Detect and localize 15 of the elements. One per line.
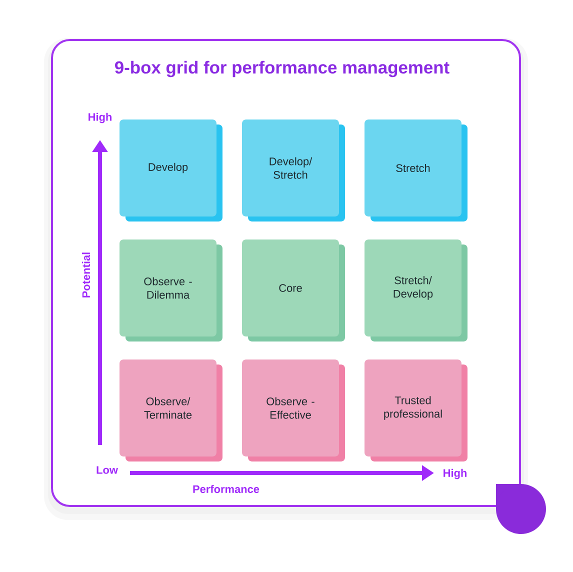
grid-box: Trusted professional (364, 360, 468, 462)
grid-box: Observe - Dilemma (120, 240, 222, 342)
grid-box: Develop (120, 120, 222, 222)
axis-label: High (88, 112, 112, 124)
grid-box: Core (242, 240, 345, 342)
title: 9-box grid for performance management (115, 60, 450, 78)
axis-label: Performance (193, 484, 260, 494)
grid-box: Observe - Effective (242, 360, 345, 462)
grid-box: Develop/ Stretch (242, 120, 345, 222)
axis-label: High (444, 468, 466, 480)
grid-box: Observe/ Terminate (120, 360, 222, 462)
axis-label: Potential (82, 252, 90, 298)
grid-box: Stretch/ Develop (364, 240, 468, 342)
grid-box: Stretch (364, 120, 468, 222)
axis-label: Low (96, 466, 118, 474)
